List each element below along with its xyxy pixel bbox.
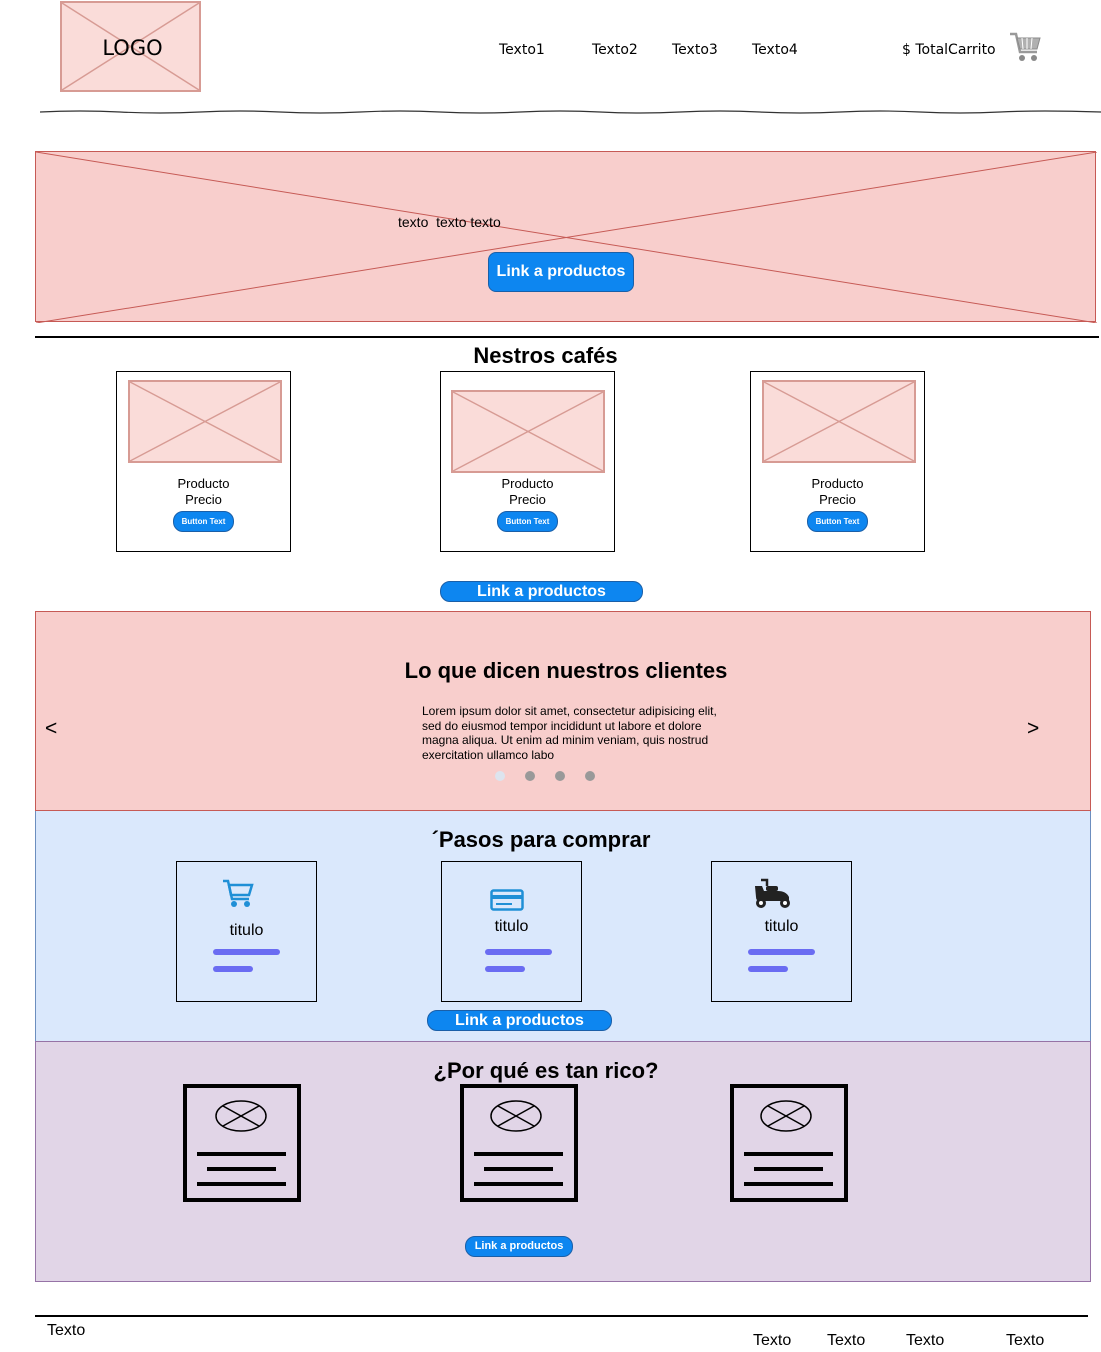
section-divider (35, 336, 1099, 338)
text-placeholder-bar (213, 966, 253, 972)
why-title: ¿Por qué es tan rico? (433, 1058, 659, 1083)
product-name: Producto (177, 476, 230, 491)
products-link-button[interactable]: Link a productos (440, 581, 643, 602)
feature-card-icon (183, 1084, 301, 1202)
hero-banner: texto texto texto Link a productos (35, 151, 1097, 323)
product-name: Producto (501, 476, 554, 491)
step-card: titulo (711, 861, 852, 1002)
carousel-next-button[interactable]: > (1027, 717, 1040, 740)
nav-item-texto3[interactable]: Texto3 (672, 42, 718, 58)
why-link-button[interactable]: Link a productos (465, 1236, 573, 1257)
testimonials-section: Lo que dicen nuestros clientes Lorem ips… (35, 611, 1091, 811)
scooter-icon (752, 877, 794, 909)
text-placeholder-bar (213, 949, 280, 955)
nav-item-texto2[interactable]: Texto2 (592, 42, 638, 58)
step-title: titulo (229, 922, 264, 939)
product-card: Producto Precio Button Text (116, 371, 291, 552)
testimonials-title: Lo que dicen nuestros clientes (404, 658, 728, 683)
footer-link[interactable]: Texto (827, 1332, 866, 1349)
text-placeholder-bar (485, 949, 552, 955)
logo[interactable]: LOGO (60, 1, 201, 92)
why-section: ¿Por qué es tan rico? (35, 1041, 1091, 1282)
product-card: Producto Precio Button Text (440, 371, 615, 552)
steps-link-button[interactable]: Link a productos (427, 1010, 612, 1031)
footer-link[interactable]: Texto (906, 1332, 945, 1349)
hero-link-button[interactable]: Link a productos (488, 252, 634, 292)
product-image (762, 380, 916, 463)
shopping-cart-icon (221, 878, 255, 910)
product-button[interactable]: Button Text (807, 511, 868, 532)
text-placeholder-bar (485, 966, 525, 972)
footer-divider (35, 1315, 1088, 1317)
text-placeholder-bar (748, 966, 788, 972)
step-card: titulo (441, 861, 582, 1002)
header-divider (39, 102, 1101, 114)
text-placeholder-bar (748, 949, 815, 955)
product-price: Precio (185, 492, 222, 507)
testimonial-body: Lorem ipsum dolor sit amet, consectetur … (422, 704, 717, 762)
steps-title: ´Pasos para comprar (431, 827, 651, 852)
cart-total[interactable]: $ TotalCarrito (902, 42, 996, 58)
feature-card-icon (460, 1084, 578, 1202)
hero-text: texto texto texto (398, 214, 501, 230)
product-image (451, 390, 605, 473)
carousel-dot[interactable] (525, 771, 535, 781)
footer-link[interactable]: Texto (1006, 1332, 1045, 1349)
shopping-cart-icon[interactable] (1008, 30, 1042, 64)
feature-card-icon (730, 1084, 848, 1202)
product-price: Precio (819, 492, 856, 507)
nav-item-texto1[interactable]: Texto1 (499, 42, 545, 58)
product-image (128, 380, 282, 463)
steps-section: ´Pasos para comprar titulo titulo (35, 811, 1091, 1042)
product-name: Producto (811, 476, 864, 491)
carousel-dot[interactable] (555, 771, 565, 781)
product-button[interactable]: Button Text (497, 511, 558, 532)
logo-label: LOGO (102, 36, 163, 60)
carousel-dot[interactable] (585, 771, 595, 781)
step-title: titulo (494, 918, 529, 935)
step-title: titulo (764, 918, 799, 935)
nav-item-texto4[interactable]: Texto4 (752, 42, 798, 58)
product-card: Producto Precio Button Text (750, 371, 925, 552)
carousel-prev-button[interactable]: < (45, 717, 58, 740)
credit-card-icon (490, 889, 524, 911)
product-button[interactable]: Button Text (173, 511, 234, 532)
products-title: Nestros cafés (473, 343, 618, 368)
step-card: titulo (176, 861, 317, 1002)
product-price: Precio (509, 492, 546, 507)
carousel-dot[interactable] (495, 771, 505, 781)
footer-text: Texto (47, 1322, 86, 1339)
footer-link[interactable]: Texto (753, 1332, 792, 1349)
